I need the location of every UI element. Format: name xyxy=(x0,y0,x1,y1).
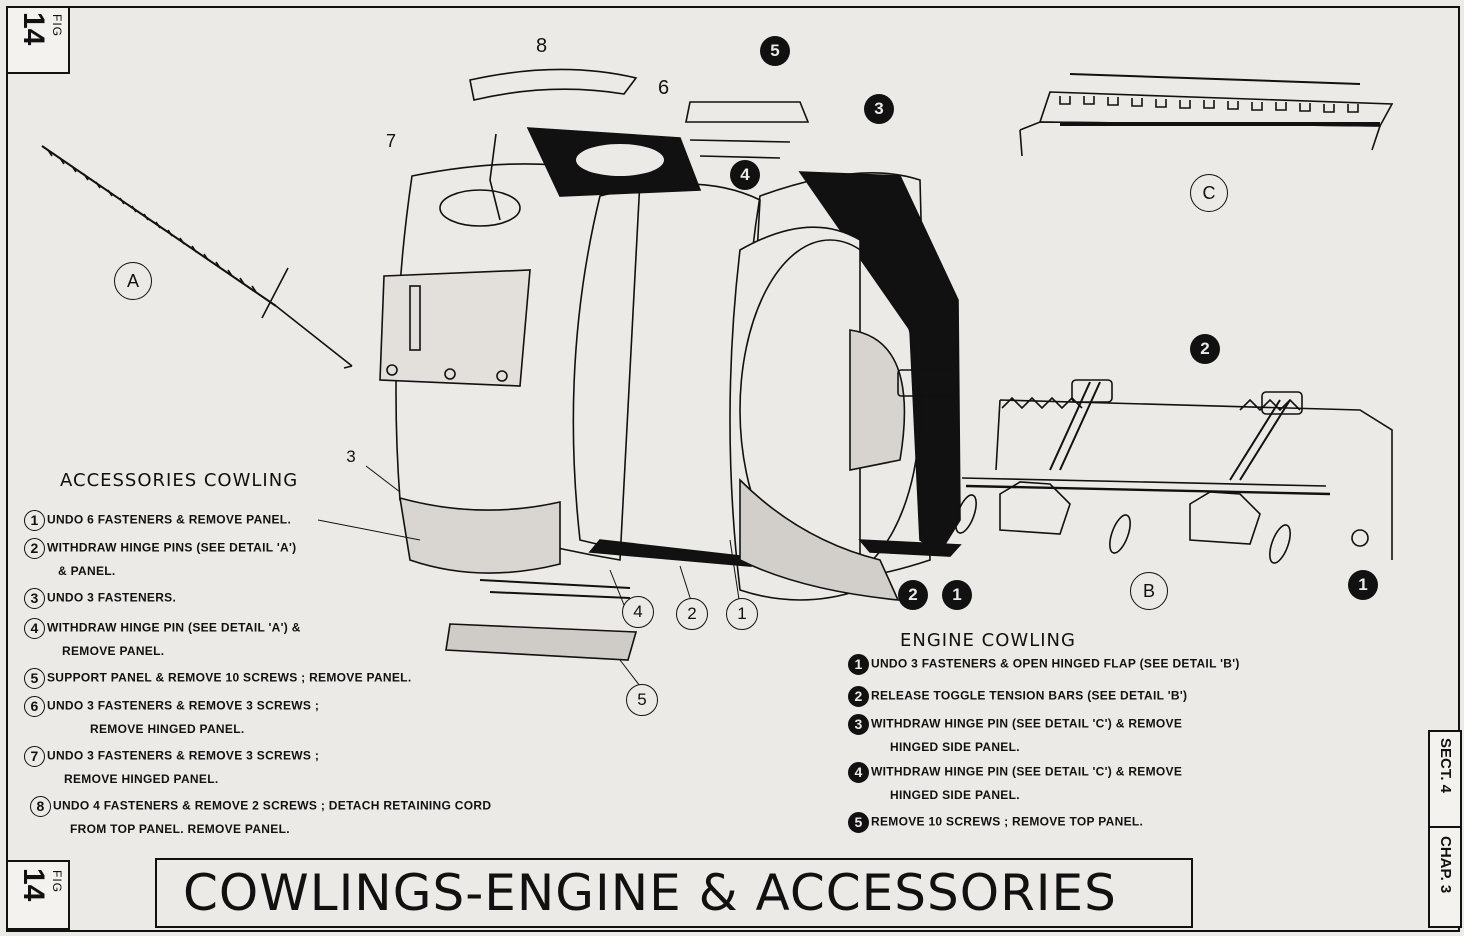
callout-accessory-3: 3 xyxy=(346,447,356,466)
sheet-border xyxy=(6,6,1460,932)
step-text: WITHDRAW HINGE PIN (SEE DETAIL 'C') & RE… xyxy=(871,716,1183,731)
detail-a-hinge-pin xyxy=(41,145,353,369)
step-text: UNDO 3 FASTENERS. xyxy=(47,590,177,605)
panel-5 xyxy=(685,101,810,123)
step-text: WITHDRAW HINGE PINS (SEE DETAIL 'A') xyxy=(47,540,297,555)
panel-5-lower xyxy=(445,623,638,661)
callout-accessory-1: 1 xyxy=(726,598,758,630)
detail-c-label: C xyxy=(1190,174,1228,212)
title-box: COWLINGS-ENGINE & ACCESSORIES xyxy=(155,858,1193,928)
step-text: UNDO 4 FASTENERS & REMOVE 2 SCREWS ; DET… xyxy=(53,798,492,813)
step-number: 8 xyxy=(30,796,51,817)
fig-label-top: FIG 14 xyxy=(6,6,70,74)
callout-engine-1: 1 xyxy=(942,580,972,610)
fig-label-bottom: FIG 14 xyxy=(6,860,70,930)
step-number: 2 xyxy=(24,538,45,559)
step-text: UNDO 6 FASTENERS & REMOVE PANEL. xyxy=(47,512,292,527)
step-continuation: REMOVE HINGED PANEL. xyxy=(90,722,245,736)
step-continuation: REMOVE PANEL. xyxy=(62,644,165,658)
step-text: WITHDRAW HINGE PIN (SEE DETAIL 'A') & xyxy=(47,620,301,635)
detail-b-toggle xyxy=(955,379,1393,564)
step-number: 7 xyxy=(24,746,45,767)
callout-engine-3: 3 xyxy=(864,94,894,124)
step-continuation: FROM TOP PANEL. REMOVE PANEL. xyxy=(70,822,290,836)
accessories-heading: ACCESSORIES COWLING xyxy=(60,470,299,491)
step-continuation: & PANEL. xyxy=(58,564,116,578)
callout-8: 8 xyxy=(536,35,548,57)
step-continuation: REMOVE HINGED PANEL. xyxy=(64,772,219,786)
engine-heading: ENGINE COWLING xyxy=(900,630,1076,651)
step-number: 3 xyxy=(24,588,45,609)
step-number: 4 xyxy=(848,762,869,783)
callout-detail-b-2: 2 xyxy=(1190,334,1220,364)
step-text: REMOVE 10 SCREWS ; REMOVE TOP PANEL. xyxy=(871,814,1144,829)
step-number: 1 xyxy=(848,654,869,675)
panel-2 xyxy=(399,496,561,574)
step-continuation: HINGED SIDE PANEL. xyxy=(890,788,1020,802)
step-text: UNDO 3 FASTENERS & OPEN HINGED FLAP (SEE… xyxy=(871,656,1240,671)
callout-7: 7 xyxy=(386,131,397,151)
callout-engine-5: 5 xyxy=(760,36,790,66)
callout-6: 6 xyxy=(658,77,670,99)
callout-detail-b-1: 1 xyxy=(1348,570,1378,600)
step-number: 5 xyxy=(848,812,869,833)
step-number: 5 xyxy=(24,668,45,689)
detail-a-label: A xyxy=(114,262,152,300)
panel-8 xyxy=(469,68,638,101)
page-title: COWLINGS-ENGINE & ACCESSORIES xyxy=(183,864,1117,922)
step-text: SUPPORT PANEL & REMOVE 10 SCREWS ; REMOV… xyxy=(47,670,412,685)
step-continuation: HINGED SIDE PANEL. xyxy=(890,740,1020,754)
callout-accessory-4: 4 xyxy=(622,596,654,628)
step-text: RELEASE TOGGLE TENSION BARS (SEE DETAIL … xyxy=(871,688,1188,703)
hinge-pin-7 xyxy=(489,133,501,221)
step-text: UNDO 3 FASTENERS & REMOVE 3 SCREWS ; xyxy=(47,698,320,713)
section-divider xyxy=(1430,826,1460,828)
callout-accessory-5: 5 xyxy=(626,684,658,716)
step-text: WITHDRAW HINGE PIN (SEE DETAIL 'C') & RE… xyxy=(871,764,1183,779)
step-number: 1 xyxy=(24,510,45,531)
detail-c-hinge xyxy=(1019,73,1394,157)
step-number: 6 xyxy=(24,696,45,717)
callout-engine-4: 4 xyxy=(730,160,760,190)
section-box: SECT. 4 CHAP. 3 xyxy=(1428,730,1462,928)
step-number: 2 xyxy=(848,686,869,707)
callout-engine-2: 2 xyxy=(898,580,928,610)
step-number: 4 xyxy=(24,618,45,639)
callout-accessory-2: 2 xyxy=(676,598,708,630)
detail-b-label: B xyxy=(1130,572,1168,610)
step-number: 3 xyxy=(848,714,869,735)
step-text: UNDO 3 FASTENERS & REMOVE 3 SCREWS ; xyxy=(47,748,320,763)
